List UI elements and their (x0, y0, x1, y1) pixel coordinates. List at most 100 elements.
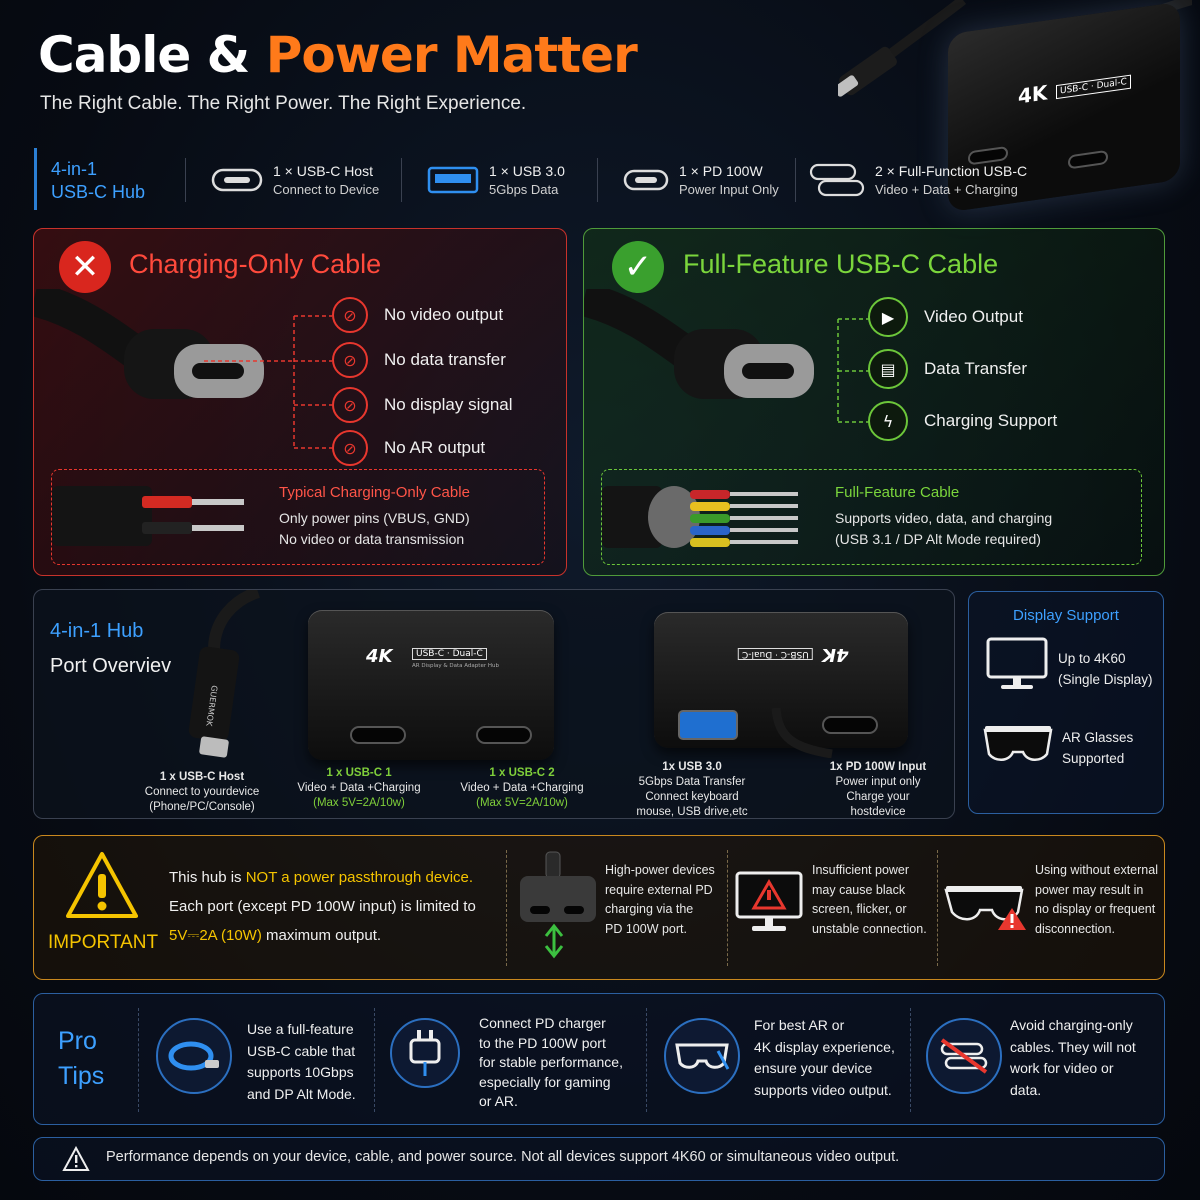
pro-tips-label-line: Pro (58, 1027, 97, 1055)
tip-line: especially for gaming (479, 1073, 611, 1090)
spec-hub-label-line2: USB-C Hub (51, 182, 146, 202)
tip-line: USB-C cable that (247, 1042, 356, 1059)
pd-100w-port (822, 716, 878, 734)
box-line: Only power pins (VBUS, GND) (279, 510, 470, 526)
pd-100w-caption: 1x PD 100W Input Power input only Charge… (808, 760, 948, 820)
box-line: Supports video, data, and charging (835, 510, 1053, 526)
important-col-line: power may result in (1035, 882, 1144, 897)
tip-line: ensure your device (754, 1060, 873, 1076)
spec-hub-label-line1: 4-in-1 (51, 159, 98, 179)
feature-label: No display signal (384, 395, 513, 414)
important-line: maximum output. (261, 927, 382, 944)
caption-line: Charge your (846, 791, 910, 803)
caption-line: Connect keyboard (645, 791, 739, 803)
caption-title: 1 x USB-C 2 (489, 767, 555, 779)
important-col-2: Insufficient power may cause black scree… (812, 861, 927, 939)
hub-4k-label: 4K (822, 644, 849, 665)
divider (506, 850, 507, 966)
port-overview-subheading: Port Overviev (50, 655, 172, 677)
usb-c-port-icon (211, 168, 263, 192)
tip-line: or AR. (479, 1093, 518, 1109)
divider (937, 850, 938, 966)
caption-line: 5Gbps Data Transfer (638, 776, 746, 788)
display-support-panel: Display Support Up to 4K60 (Single Displ… (968, 591, 1164, 814)
divider (727, 850, 728, 966)
caption-line: Video + Data +Charging (460, 782, 584, 794)
charging-only-title: Charging-Only Cable (129, 249, 382, 279)
charging-only-panel: ✕ Charging-Only Cable ⊘ No video output … (33, 228, 567, 576)
tip-line: cables. They will not (1010, 1038, 1136, 1055)
warning-monitor-icon (735, 871, 803, 931)
feature-charging-support: ϟ Charging Support (868, 401, 1057, 441)
charging-only-detail-box: Typical Charging-Only Cable Only power p… (51, 469, 545, 565)
page-title: Cable & Power Matter (38, 26, 638, 84)
important-col-line: Using without external (1035, 863, 1158, 877)
coiled-cable-icon (156, 1018, 232, 1094)
box-line: (USB 3.1 / DP Alt Mode required) (835, 531, 1041, 547)
full-feature-panel: ✓ Full-Feature USB-C Cable ▶ Video Outpu… (583, 228, 1165, 576)
tip-line: to the PD 100W port (479, 1034, 606, 1051)
usb-3-port (678, 710, 738, 740)
caption-title: 1x USB 3.0 (662, 761, 722, 773)
feature-label: No video output (384, 305, 504, 324)
feature-no-display: ⊘ No display signal (332, 387, 513, 423)
caption-line: Power input only (835, 776, 921, 788)
monitor-icon (986, 637, 1048, 689)
important-line: This hub is (169, 869, 246, 886)
tip-line: Avoid charging-only (1010, 1017, 1133, 1033)
pro-tips-panel: Pro Tips Use a full-feature USB-C cable … (33, 993, 1165, 1125)
important-panel: IMPORTANT This hub is NOT a power passth… (33, 835, 1165, 980)
important-col-line: unstable connection. (812, 921, 927, 936)
hub-power-icon (520, 851, 596, 959)
hero-hub-type-label: USB-C · Dual-C (1056, 74, 1131, 100)
divider (646, 1008, 647, 1112)
spec-item-title: 2 × Full-Function USB-C (875, 163, 1028, 179)
monitor-support-text: Up to 4K60 (Single Display) (1058, 648, 1153, 690)
usb-c-cable-image (34, 289, 264, 399)
x-mark-icon: ✕ (59, 241, 111, 293)
usb-c-1-caption: 1 x USB-C 1 Video + Data +Charging (Max … (289, 766, 429, 811)
spec-item-title: 1 × PD 100W (679, 163, 763, 179)
hub-4k-label: 4K (366, 646, 393, 667)
spec-bar: 4-in-1 USB-C Hub 1 × USB-C Host Connect … (34, 148, 1166, 210)
tip-4-text: Avoid charging-only cables. They will no… (1010, 1015, 1136, 1101)
tip-line: data. (1010, 1081, 1042, 1098)
spec-item-title: 1 × USB-C Host (273, 163, 373, 179)
feature-label: Data Transfer (924, 359, 1027, 378)
spec-item-usb-c-host: 1 × USB-C Host Connect to Device (211, 160, 379, 200)
footer-text: Performance depends on your device, cabl… (106, 1149, 900, 1165)
feature-no-ar: ⊘ No AR output (332, 430, 485, 466)
pd-port-icon (623, 169, 669, 191)
charging-only-box-title: Typical Charging-Only Cable (279, 484, 470, 501)
dual-usb-c-icon (809, 163, 865, 197)
footer-disclaimer: Performance depends on your device, cabl… (33, 1137, 1165, 1181)
vr-headset-icon (664, 1018, 740, 1094)
spec-item-title: 1 × USB 3.0 (489, 163, 565, 179)
important-highlight: NOT a power passthrough device. (245, 869, 474, 886)
port-overview-heading: 4-in-1 Hub (50, 620, 144, 642)
no-data-icon: ⊘ (332, 342, 368, 378)
connector-lines (837, 318, 874, 423)
tip-line: For best AR or (754, 1017, 845, 1033)
feature-label: Video Output (924, 307, 1023, 326)
spec-item-pd: 1 × PD 100W Power Input Only (623, 160, 779, 200)
no-display-icon: ⊘ (332, 387, 368, 423)
usb-c-1-port (350, 726, 406, 744)
spec-divider (795, 158, 796, 202)
pro-tips-label-line: Tips (58, 1062, 105, 1090)
hero-hub-4k-label: 4K (1018, 80, 1048, 109)
host-port-caption: 1 x USB-C Host Connect to yourdevice (Ph… (122, 770, 282, 815)
hub-cable-image (771, 708, 833, 758)
no-cable-icon (926, 1018, 1002, 1094)
caption-line: mouse, USB drive,etc (636, 806, 748, 818)
hub-type-label: USB-C · Dual-C (738, 648, 813, 660)
important-text: This hub is NOT a power passthrough devi… (169, 863, 476, 950)
feature-video-output: ▶ Video Output (868, 297, 1023, 337)
spec-item-desc: Video + Data + Charging (875, 182, 1018, 197)
caption-line: (Max 5V=2A/10w) (313, 797, 405, 809)
important-col-line: screen, flicker, or (812, 902, 907, 916)
tip-3-text: For best AR or 4K display experience, en… (754, 1015, 895, 1101)
spec-item-usb3: 1 × USB 3.0 5Gbps Data (427, 160, 565, 200)
play-icon: ▶ (868, 297, 908, 337)
warning-icon (62, 1146, 90, 1171)
